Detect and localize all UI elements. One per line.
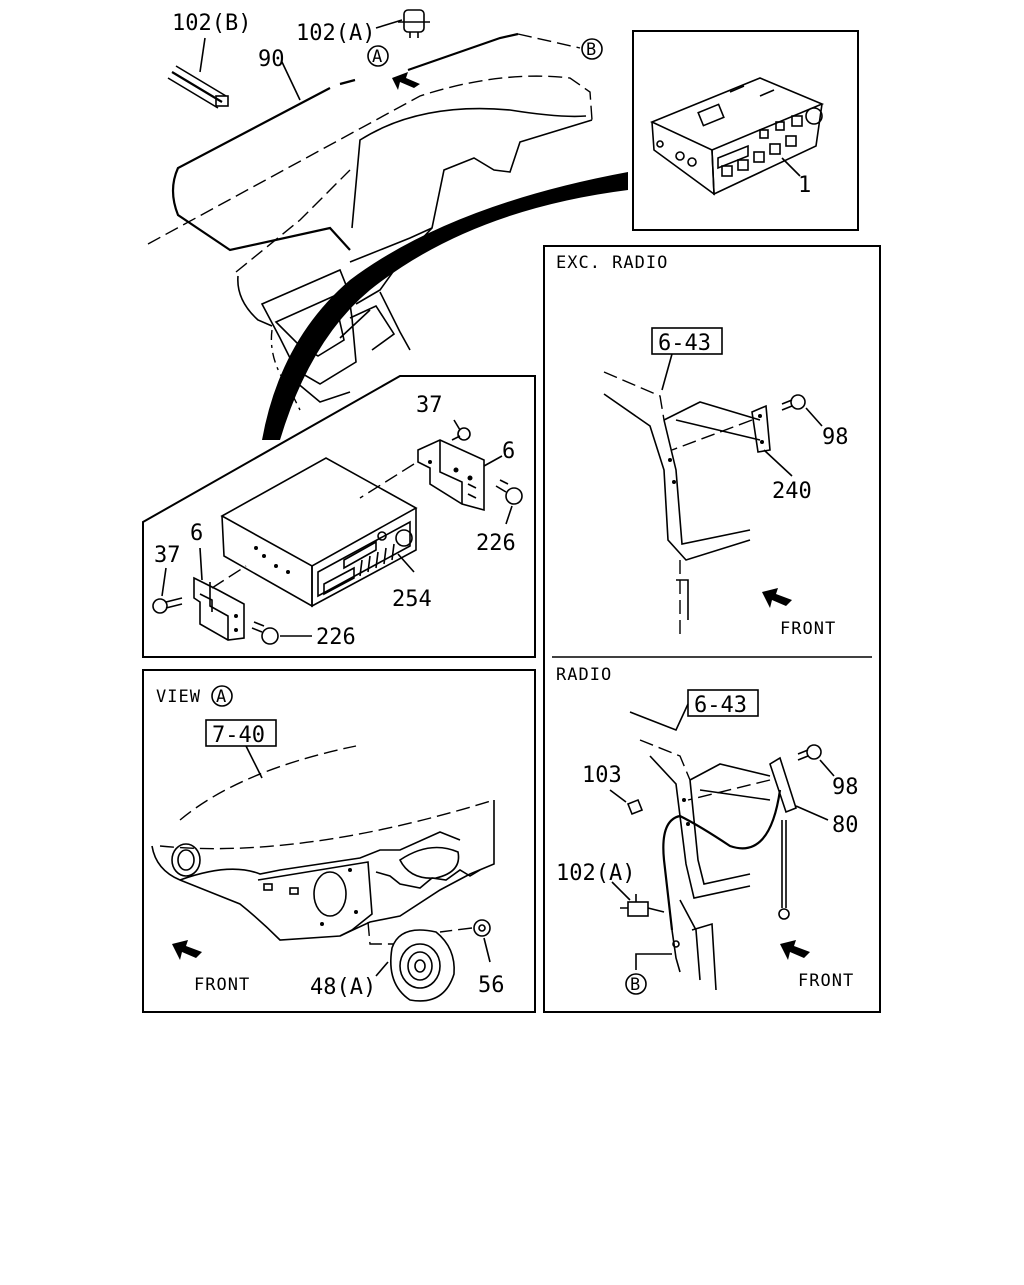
cable-tie-102b — [167, 37, 229, 109]
bolt-37-left — [152, 567, 183, 614]
exc-front-label: FRONT — [780, 619, 836, 639]
radio-front-label: FRONT — [798, 971, 854, 991]
bolt-226-bottom — [251, 621, 312, 645]
radio-label-98: 98 — [832, 775, 859, 800]
radio-label-103: 103 — [582, 763, 622, 788]
control-unit-1 — [650, 77, 825, 196]
radio-ref-box — [687, 689, 759, 717]
bolt-226-top — [495, 479, 523, 525]
circle-b-radio-text: B — [630, 975, 641, 995]
exc-radio-section: EXC. RADIO 6-43 240 98 FRONT — [556, 253, 849, 640]
callout-sweep — [262, 172, 628, 440]
clip-102a-radio — [611, 881, 681, 973]
label-90: 90 — [258, 47, 285, 72]
circle-a-view-text: A — [216, 687, 227, 707]
front-arrow-radio — [780, 940, 810, 960]
front-arrow-view — [172, 940, 202, 960]
label-254: 254 — [392, 587, 432, 612]
exc-radio-ref-box — [651, 327, 723, 355]
clip-102a-top — [375, 9, 430, 38]
radio-panel-border — [142, 375, 536, 658]
screw-98-radio — [797, 744, 835, 777]
view-a-section: VIEW A 7-40 48(A) — [142, 669, 536, 1013]
label-102a-top: 102(A) — [296, 21, 375, 46]
view-a-ref-box — [205, 719, 277, 747]
circle-a-top: A — [367, 45, 389, 67]
view-front-label: FRONT — [194, 975, 250, 995]
bracket-6-left — [193, 547, 247, 641]
view-label-56: 56 — [478, 973, 505, 998]
circle-b-radio: B — [625, 953, 672, 995]
clip-103 — [609, 789, 644, 816]
view-a-border — [142, 669, 536, 1013]
exc-radio-ref: 6-43 — [658, 331, 711, 356]
dashboard-overview: 102(B) 102(A) 90 A B — [147, 9, 628, 440]
speaker-48a — [367, 921, 455, 1002]
bracket-240 — [671, 404, 793, 477]
circle-b-top-text: B — [586, 40, 597, 60]
radio-ref: 6-43 — [694, 693, 747, 718]
bracket-6-right — [359, 439, 503, 512]
radio-label-102a: 102(A) — [556, 861, 635, 886]
label-37-top: 37 — [416, 393, 443, 418]
view-a-title: VIEW — [156, 687, 201, 707]
nut-56 — [439, 919, 491, 963]
screw-98-exc — [781, 394, 823, 427]
label-6-top: 6 — [502, 439, 515, 464]
view-a-ref: 7-40 — [212, 723, 265, 748]
front-arrow-exc — [762, 588, 792, 608]
label-6-left: 6 — [190, 521, 203, 546]
antenna-lead-90 — [171, 32, 581, 252]
radio-section: RADIO 6-43 103 80 — [556, 665, 859, 995]
radio-title: RADIO — [556, 665, 612, 685]
circle-b-top: B — [581, 38, 603, 60]
exc-radio-title: EXC. RADIO — [556, 253, 668, 273]
control-unit-inset: 1 — [632, 30, 859, 231]
circle-a-top-text: A — [372, 47, 383, 67]
radio-mounting-panel: 254 6 37 226 — [142, 375, 536, 658]
antenna-80 — [662, 756, 829, 931]
label-102b: 102(B) — [172, 11, 251, 36]
radio-254 — [220, 457, 418, 608]
exc-label-98: 98 — [822, 425, 849, 450]
circle-a-view: A — [211, 685, 233, 707]
label-226-bottom: 226 — [316, 625, 356, 650]
front-arrow-top — [392, 72, 420, 90]
bolt-37-top — [451, 419, 471, 441]
instrument-panel-outline — [147, 75, 593, 411]
inset-box — [632, 30, 859, 231]
label-37-left: 37 — [154, 543, 181, 568]
label-1: 1 — [798, 173, 811, 198]
view-label-48a: 48(A) — [310, 975, 376, 1000]
right-panel-border — [543, 245, 881, 1013]
label-226-top: 226 — [476, 531, 516, 556]
exc-label-240: 240 — [772, 479, 812, 504]
radio-label-80: 80 — [832, 813, 859, 838]
